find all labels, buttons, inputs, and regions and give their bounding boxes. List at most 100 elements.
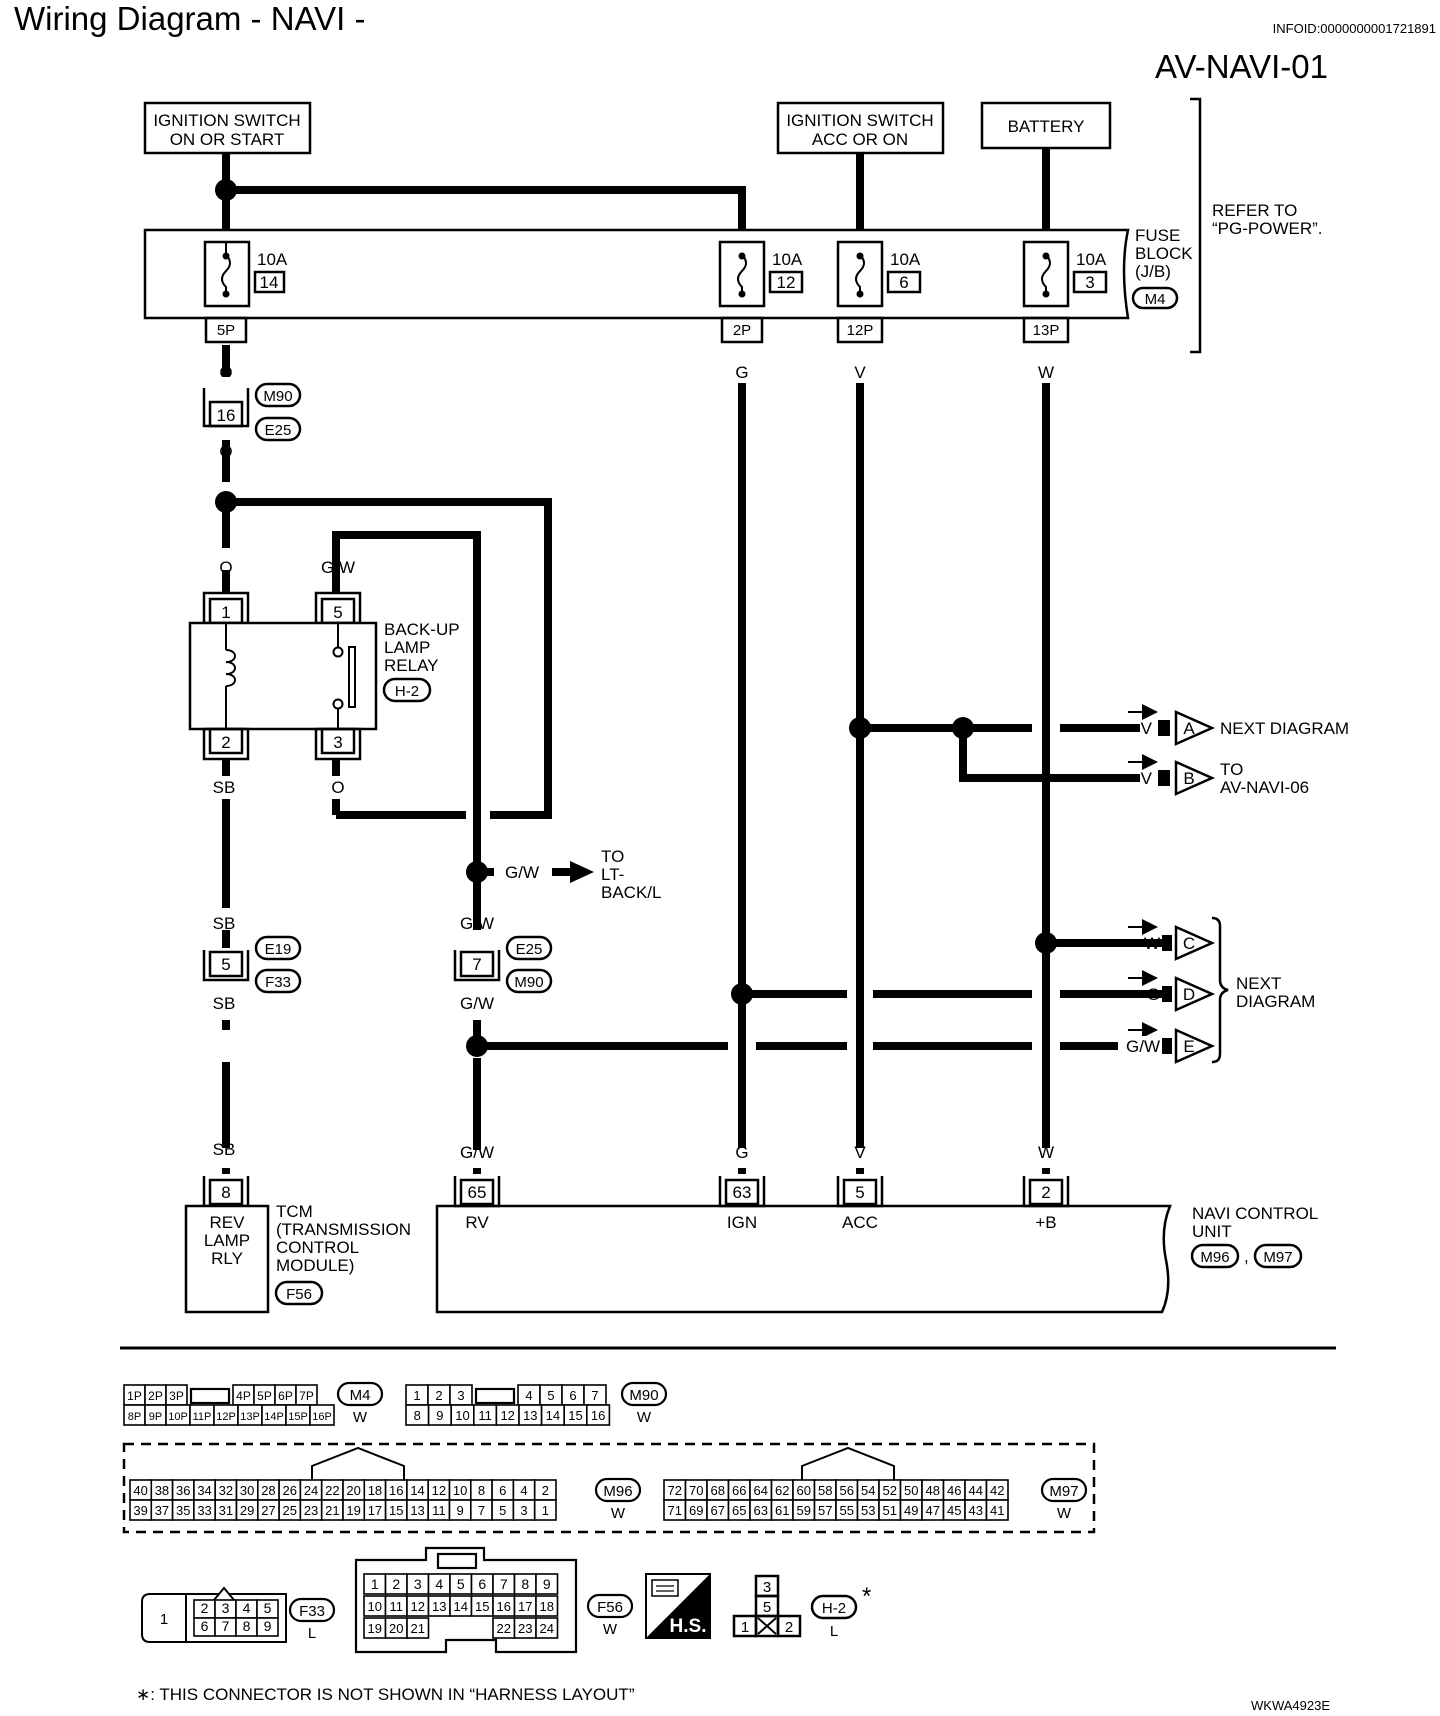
output-flag-c: W C xyxy=(1128,919,1216,961)
pin-label: 11 xyxy=(390,1599,404,1614)
svg-text:ACC: ACC xyxy=(842,1213,878,1232)
svg-text:(TRANSMISSION: (TRANSMISSION xyxy=(276,1220,411,1239)
connector-id: M90 xyxy=(629,1387,658,1404)
svg-text:6: 6 xyxy=(899,273,908,292)
pin-label: 9 xyxy=(264,1618,272,1634)
svg-text:ON OR START: ON OR START xyxy=(170,130,285,149)
svg-text:16: 16 xyxy=(217,406,236,425)
pin-label: 4 xyxy=(435,1576,443,1592)
pin-label: 7 xyxy=(500,1576,508,1592)
svg-text:TCM: TCM xyxy=(276,1202,313,1221)
svg-text:H.S.: H.S. xyxy=(670,1616,707,1637)
pin-label: 18 xyxy=(540,1599,554,1614)
pin-label: 11 xyxy=(478,1408,492,1423)
svg-text:7: 7 xyxy=(472,955,481,974)
pin-label: 19 xyxy=(368,1621,382,1636)
pin-label: 2 xyxy=(542,1483,549,1498)
pin-label: 8 xyxy=(521,1576,529,1592)
info-id: INFOID:0000000001721891 xyxy=(1273,21,1436,36)
pin-label: 1 xyxy=(542,1503,549,1518)
svg-text:M90: M90 xyxy=(263,388,292,405)
pin-label: 39 xyxy=(133,1503,147,1518)
crossing-gaps xyxy=(1036,715,1057,740)
pin-label: 6 xyxy=(201,1618,209,1634)
svg-text:E19: E19 xyxy=(265,941,292,958)
pin-label: 2 xyxy=(201,1600,209,1616)
svg-text:M97: M97 xyxy=(1263,1249,1292,1266)
pin-label: 64 xyxy=(754,1483,768,1498)
svg-text:*: * xyxy=(862,1583,871,1610)
pin-label: 57 xyxy=(818,1503,832,1518)
pin-label: 53 xyxy=(861,1503,875,1518)
connector-id-badge xyxy=(586,1593,634,1619)
svg-text:10A: 10A xyxy=(890,250,921,269)
pin-label: 67 xyxy=(711,1503,725,1518)
pin-label: 12 xyxy=(500,1408,514,1423)
pin-label: 46 xyxy=(947,1483,961,1498)
pin-cell xyxy=(585,1404,611,1426)
svg-text:V: V xyxy=(854,1143,866,1162)
svg-text:W: W xyxy=(1038,363,1054,382)
pin-label: 10 xyxy=(453,1483,467,1498)
svg-text:LAMP: LAMP xyxy=(204,1231,250,1250)
pin-label: 56 xyxy=(840,1483,854,1498)
pin-label: 38 xyxy=(155,1483,169,1498)
svg-text:SB: SB xyxy=(213,778,236,797)
pin-label: 22 xyxy=(497,1621,511,1636)
svg-text:G/W: G/W xyxy=(460,1143,494,1162)
next-diagram-cde: NEXT DIAGRAM xyxy=(1211,916,1315,1064)
pin-cell xyxy=(535,1573,559,1595)
svg-text:LAMP: LAMP xyxy=(384,638,430,657)
svg-text:1: 1 xyxy=(741,1619,749,1636)
svg-text:SB: SB xyxy=(213,994,236,1013)
pin-label: 9 xyxy=(543,1576,551,1592)
pin-label: 16P xyxy=(312,1411,332,1423)
pin-label: 44 xyxy=(969,1483,983,1498)
pin-label: 30 xyxy=(240,1483,254,1498)
svg-text:G/W: G/W xyxy=(1126,1037,1160,1056)
output-flag-a: V A NEXT DIAGRAM xyxy=(1128,704,1349,746)
svg-text:G/W: G/W xyxy=(505,863,539,882)
pin-label: 71 xyxy=(668,1503,682,1518)
pin-label: 8P xyxy=(128,1411,141,1423)
svg-text:M96: M96 xyxy=(1200,1249,1229,1266)
battery-box: BATTERY xyxy=(980,101,1112,150)
svg-text:5: 5 xyxy=(221,955,230,974)
connector-id: M96 xyxy=(603,1483,632,1500)
footnote: ∗: THIS CONNECTOR IS NOT SHOWN IN “HARNE… xyxy=(136,1685,635,1704)
pin-label: 50 xyxy=(904,1483,918,1498)
fuse-6: 10A 6 xyxy=(836,240,922,308)
connector-id: M97 xyxy=(1049,1483,1078,1500)
svg-text:W: W xyxy=(1038,1143,1054,1162)
pin-label: 9 xyxy=(457,1503,464,1518)
latch xyxy=(436,1552,478,1570)
pin-cell xyxy=(309,1404,335,1426)
pin-label: 1 xyxy=(413,1388,420,1403)
pin-label: 17 xyxy=(518,1599,532,1614)
pin-label: 13 xyxy=(523,1408,537,1423)
pin-label: 8 xyxy=(478,1483,485,1498)
pin-label: 14 xyxy=(454,1599,468,1614)
pin-label: 48 xyxy=(926,1483,940,1498)
pin-label: 5 xyxy=(264,1600,272,1616)
svg-text:+B: +B xyxy=(1035,1213,1056,1232)
svg-text:D: D xyxy=(1183,985,1195,1004)
pin-label: 2 xyxy=(392,1576,400,1592)
pin-label: 13 xyxy=(410,1503,424,1518)
pin-label: 3 xyxy=(457,1388,464,1403)
svg-text:5: 5 xyxy=(855,1183,864,1202)
connector-id: M4 xyxy=(350,1387,371,1404)
pin-label: 24 xyxy=(540,1621,554,1636)
pin-label: 20 xyxy=(389,1621,403,1636)
back-up-lamp-relay: O G/W 1 5 2 3 SB O BACK-UP LAMP RELAY H-… xyxy=(188,558,460,797)
svg-text:IGNITION SWITCH: IGNITION SWITCH xyxy=(153,111,300,130)
pin-label: 15 xyxy=(475,1599,489,1614)
pin-label: 1P xyxy=(127,1389,142,1403)
svg-text:E25: E25 xyxy=(265,422,292,439)
pin-label: 10 xyxy=(368,1599,382,1614)
ignition-acc-on-box: IGNITION SWITCH ACC OR ON xyxy=(776,101,945,155)
pin-label: 58 xyxy=(818,1483,832,1498)
